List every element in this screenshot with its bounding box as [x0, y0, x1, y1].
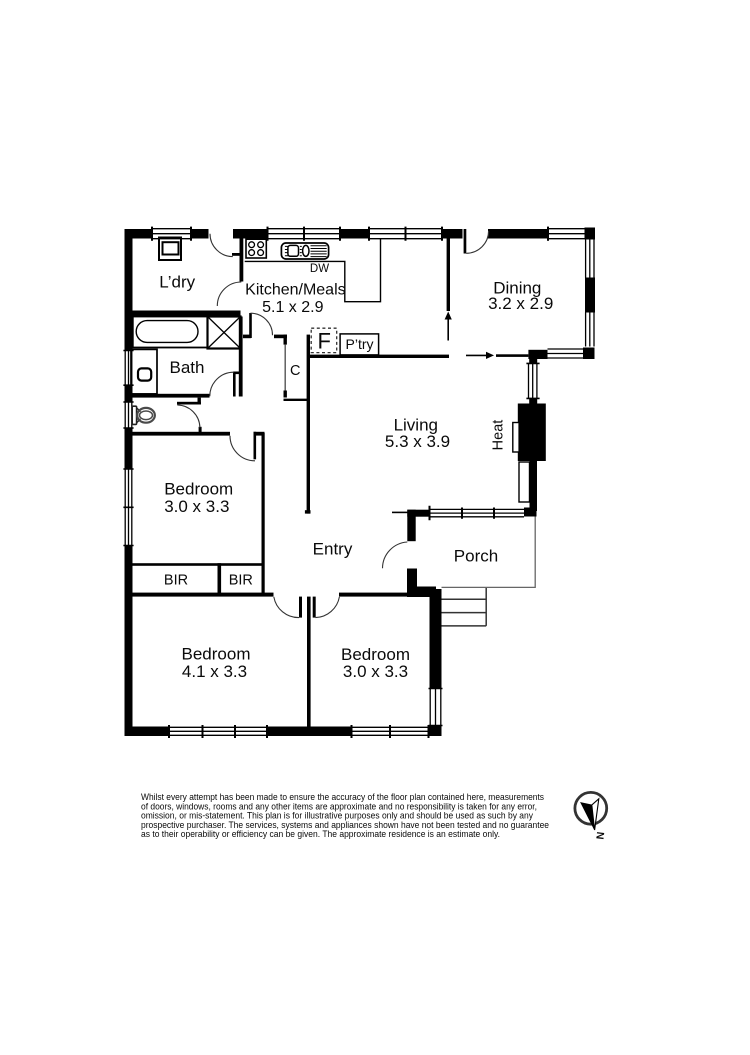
svg-text:DW: DW	[310, 263, 329, 275]
svg-text:BIR: BIR	[229, 572, 253, 588]
svg-text:Whilst every attempt has been: Whilst every attempt has been made to en…	[141, 792, 544, 802]
svg-text:4.1 x 3.3: 4.1 x 3.3	[182, 662, 247, 681]
svg-text:Dining: Dining	[493, 279, 541, 298]
svg-text:Bedroom: Bedroom	[164, 480, 233, 499]
svg-text:Porch: Porch	[454, 547, 498, 566]
svg-text:P’try: P’try	[346, 336, 374, 352]
svg-text:Heat: Heat	[491, 420, 507, 451]
svg-text:Bedroom: Bedroom	[182, 645, 251, 664]
svg-text:C: C	[290, 363, 300, 379]
svg-text:N: N	[593, 831, 606, 840]
svg-text:prospective purchaser. The se: prospective purchaser. The services, sys…	[141, 820, 549, 830]
svg-text:as to their operability or eff: as to their operability or efficiency ca…	[141, 829, 500, 839]
svg-text:3.2 x 2.9: 3.2 x 2.9	[488, 294, 553, 313]
svg-text:L’dry: L’dry	[159, 273, 195, 292]
svg-text:Living: Living	[394, 416, 438, 435]
svg-text:BIR: BIR	[164, 572, 188, 588]
svg-text:5.1 x 2.9: 5.1 x 2.9	[262, 299, 323, 316]
svg-text:5.3 x 3.9: 5.3 x 3.9	[385, 432, 450, 451]
svg-text:3.0 x 3.3: 3.0 x 3.3	[343, 662, 408, 681]
svg-text:of doors, windows, rooms and a: of doors, windows, rooms and any other i…	[141, 801, 537, 811]
svg-text:3.0 x 3.3: 3.0 x 3.3	[164, 497, 229, 516]
svg-text:Bath: Bath	[170, 358, 205, 377]
svg-text:Kitchen/Meals: Kitchen/Meals	[245, 282, 346, 299]
svg-text:omission, or mis-statement. T: omission, or mis-statement. This plan is…	[141, 811, 533, 821]
svg-text:Entry: Entry	[313, 540, 353, 559]
svg-text:F: F	[317, 329, 330, 354]
svg-text:Bedroom: Bedroom	[341, 645, 410, 664]
